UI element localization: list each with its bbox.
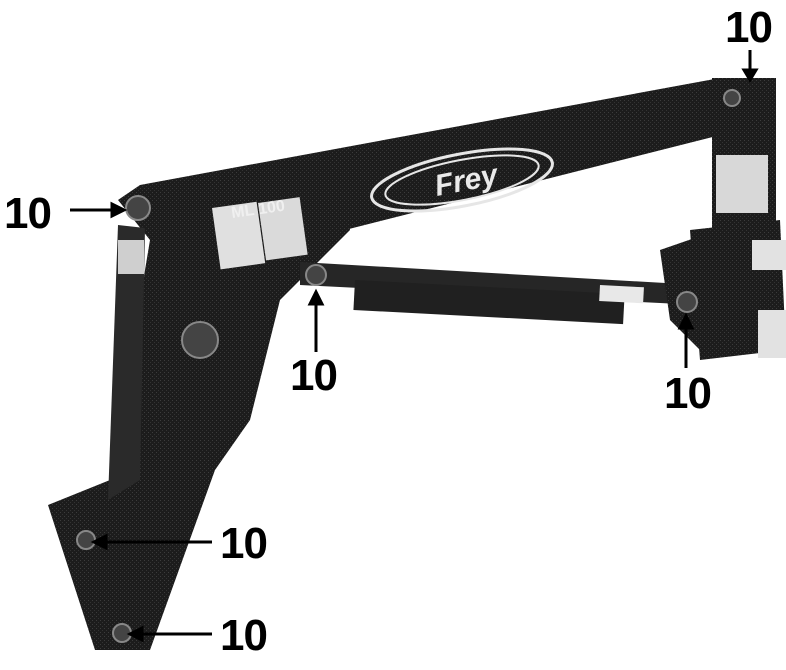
pivot-points (76, 89, 741, 643)
callout-center-pivot: 10 (290, 351, 338, 400)
callout-right-pivot: 10 (664, 369, 712, 418)
callout-lower-pivot-1: 10 (220, 519, 268, 568)
hydraulic-cylinder (300, 262, 700, 325)
main-arm (48, 190, 350, 650)
warning-decals (118, 155, 786, 358)
right-bracket (660, 232, 730, 350)
callout-lower-pivot-2: 10 (220, 611, 268, 660)
callout-top-pivot: 10 (725, 3, 773, 52)
callout-left-pivot: 10 (4, 189, 52, 238)
rear-strut (108, 225, 145, 500)
callout-arrows (70, 50, 759, 643)
